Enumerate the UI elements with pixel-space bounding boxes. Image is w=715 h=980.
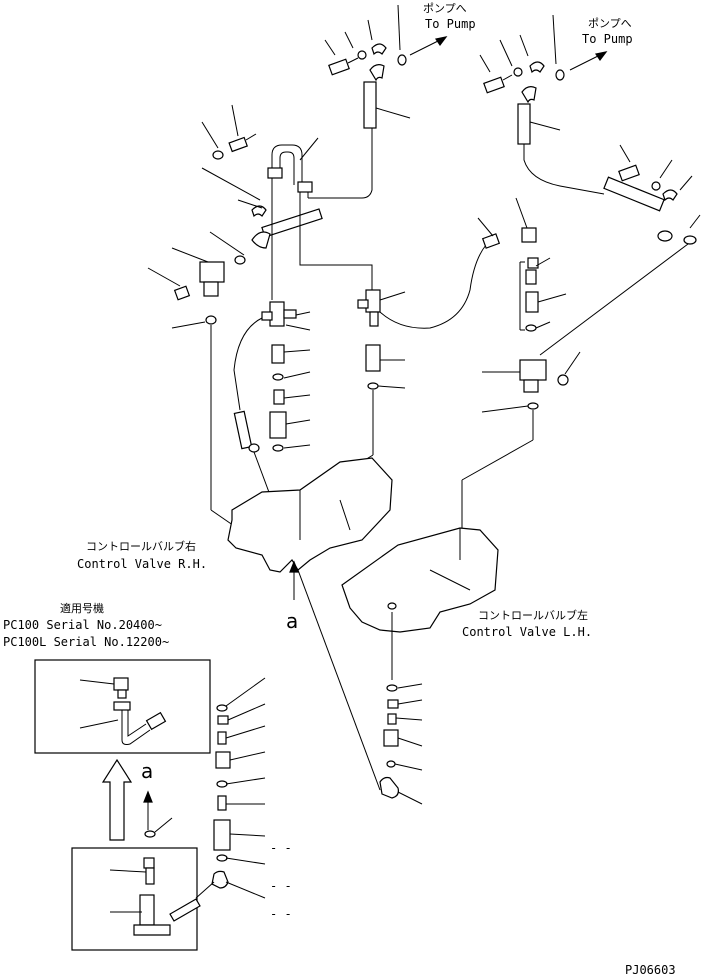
pump-line-right <box>479 14 701 356</box>
upper-centre-assembly <box>147 104 373 531</box>
view-a-label: a <box>286 609 298 633</box>
lower-centre-fitting-stack <box>211 677 266 899</box>
control-valve-lh-en: Control Valve L.H. <box>462 625 592 639</box>
inset-box-after-serial <box>34 659 211 754</box>
right-fitting-group <box>461 197 581 530</box>
to-pump-right-en: To Pump <box>582 32 633 46</box>
control-valve-lh <box>341 527 499 633</box>
inset-box-before-serial <box>71 758 215 951</box>
tee-fitting-stack-right <box>299 244 487 501</box>
control-valve-rh-jp: コントロールバルブ右 <box>86 539 196 553</box>
view-a-inset-label: a <box>141 759 153 783</box>
control-valve-rh-en: Control Valve R.H. <box>77 557 207 571</box>
pump-line-left <box>308 4 448 199</box>
to-pump-left-en: To Pump <box>425 17 476 31</box>
lower-right-fitting-stack <box>379 612 423 805</box>
serial-pc100: PC100 Serial No.20400~ <box>3 618 162 632</box>
applicable-units-title: 適用号機 <box>60 601 104 615</box>
control-valve-rh <box>227 457 393 600</box>
dash-marker-3: - - <box>270 907 292 921</box>
drawing-code: PJ06603 <box>625 963 676 977</box>
to-pump-left-jp: ポンプへ <box>423 2 467 15</box>
dash-marker-1: - - <box>270 841 292 855</box>
dash-marker-2: - - <box>270 879 292 893</box>
to-pump-right-jp: ポンプへ <box>588 17 632 30</box>
serial-pc100l: PC100L Serial No.12200~ <box>3 635 169 649</box>
control-valve-lh-jp: コントロールバルブ左 <box>478 608 588 622</box>
